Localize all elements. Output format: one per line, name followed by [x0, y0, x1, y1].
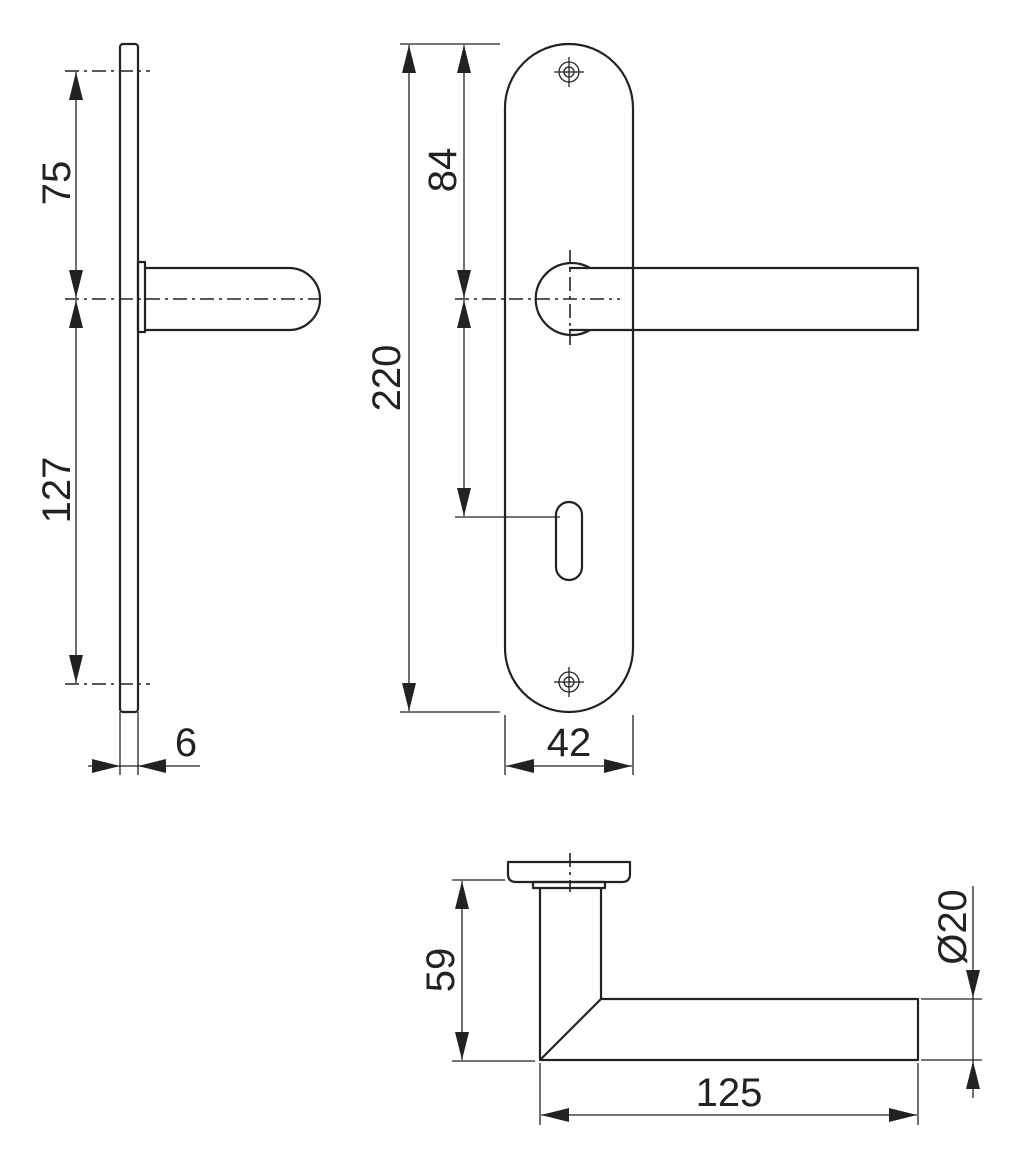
top-view: 59 125 Ø20 — [419, 853, 982, 1125]
side-backplate — [118, 42, 140, 714]
top-lever-bevel — [539, 998, 602, 1061]
dim-75-label: 75 — [35, 161, 79, 206]
bottom-screw-icon — [553, 666, 585, 698]
dim-6-arrow-right — [138, 759, 166, 773]
top-lever-outline — [538, 888, 920, 1062]
top-rosette-base — [531, 880, 607, 890]
dim-125-arrow-right — [889, 1108, 917, 1122]
dim-127-arrow-top — [69, 300, 83, 328]
side-view: 75 127 6 — [35, 42, 322, 775]
dim-42-arrow-left — [506, 759, 534, 773]
dim-59-arrow-bottom — [455, 1032, 469, 1060]
dim-42-arrow-right — [604, 759, 632, 773]
dim-75-arrow-top — [69, 72, 83, 100]
dim-keyhole-arrow-top — [457, 300, 471, 328]
front-view: 220 84 42 — [365, 42, 920, 775]
dim-75-arrow-bottom — [69, 270, 83, 298]
dim-6-label: 6 — [175, 721, 197, 765]
dim-84-arrow-bottom — [457, 270, 471, 298]
dim-d20-arrow-top — [966, 970, 980, 998]
dim-59-arrow-top — [455, 881, 469, 909]
dim-125-arrow-left — [541, 1108, 569, 1122]
side-rosette — [136, 260, 147, 334]
dim-125-label: 125 — [696, 1071, 763, 1115]
rosette-outline — [534, 261, 591, 337]
dim-6-arrow-left — [92, 759, 120, 773]
dim-keyhole-arrow-bottom — [457, 488, 471, 516]
dim-220-arrow-bottom — [402, 683, 416, 711]
dim-42-label: 42 — [547, 721, 592, 765]
front-backplate — [503, 42, 635, 714]
dim-127-label: 127 — [35, 457, 79, 524]
dim-84-arrow-top — [457, 45, 471, 73]
dim-84-label: 84 — [421, 148, 465, 193]
dim-59-label: 59 — [419, 948, 463, 993]
keyhole-slot — [554, 500, 584, 582]
dim-220-arrow-top — [402, 45, 416, 73]
top-rosette-cap — [506, 860, 632, 884]
dim-d20-arrow-bottom — [966, 1061, 980, 1089]
dim-d20-label: Ø20 — [931, 889, 975, 965]
dim-220-label: 220 — [365, 345, 409, 412]
top-screw-icon — [553, 56, 585, 88]
front-lever — [569, 266, 920, 332]
dim-127-arrow-bottom — [69, 655, 83, 683]
